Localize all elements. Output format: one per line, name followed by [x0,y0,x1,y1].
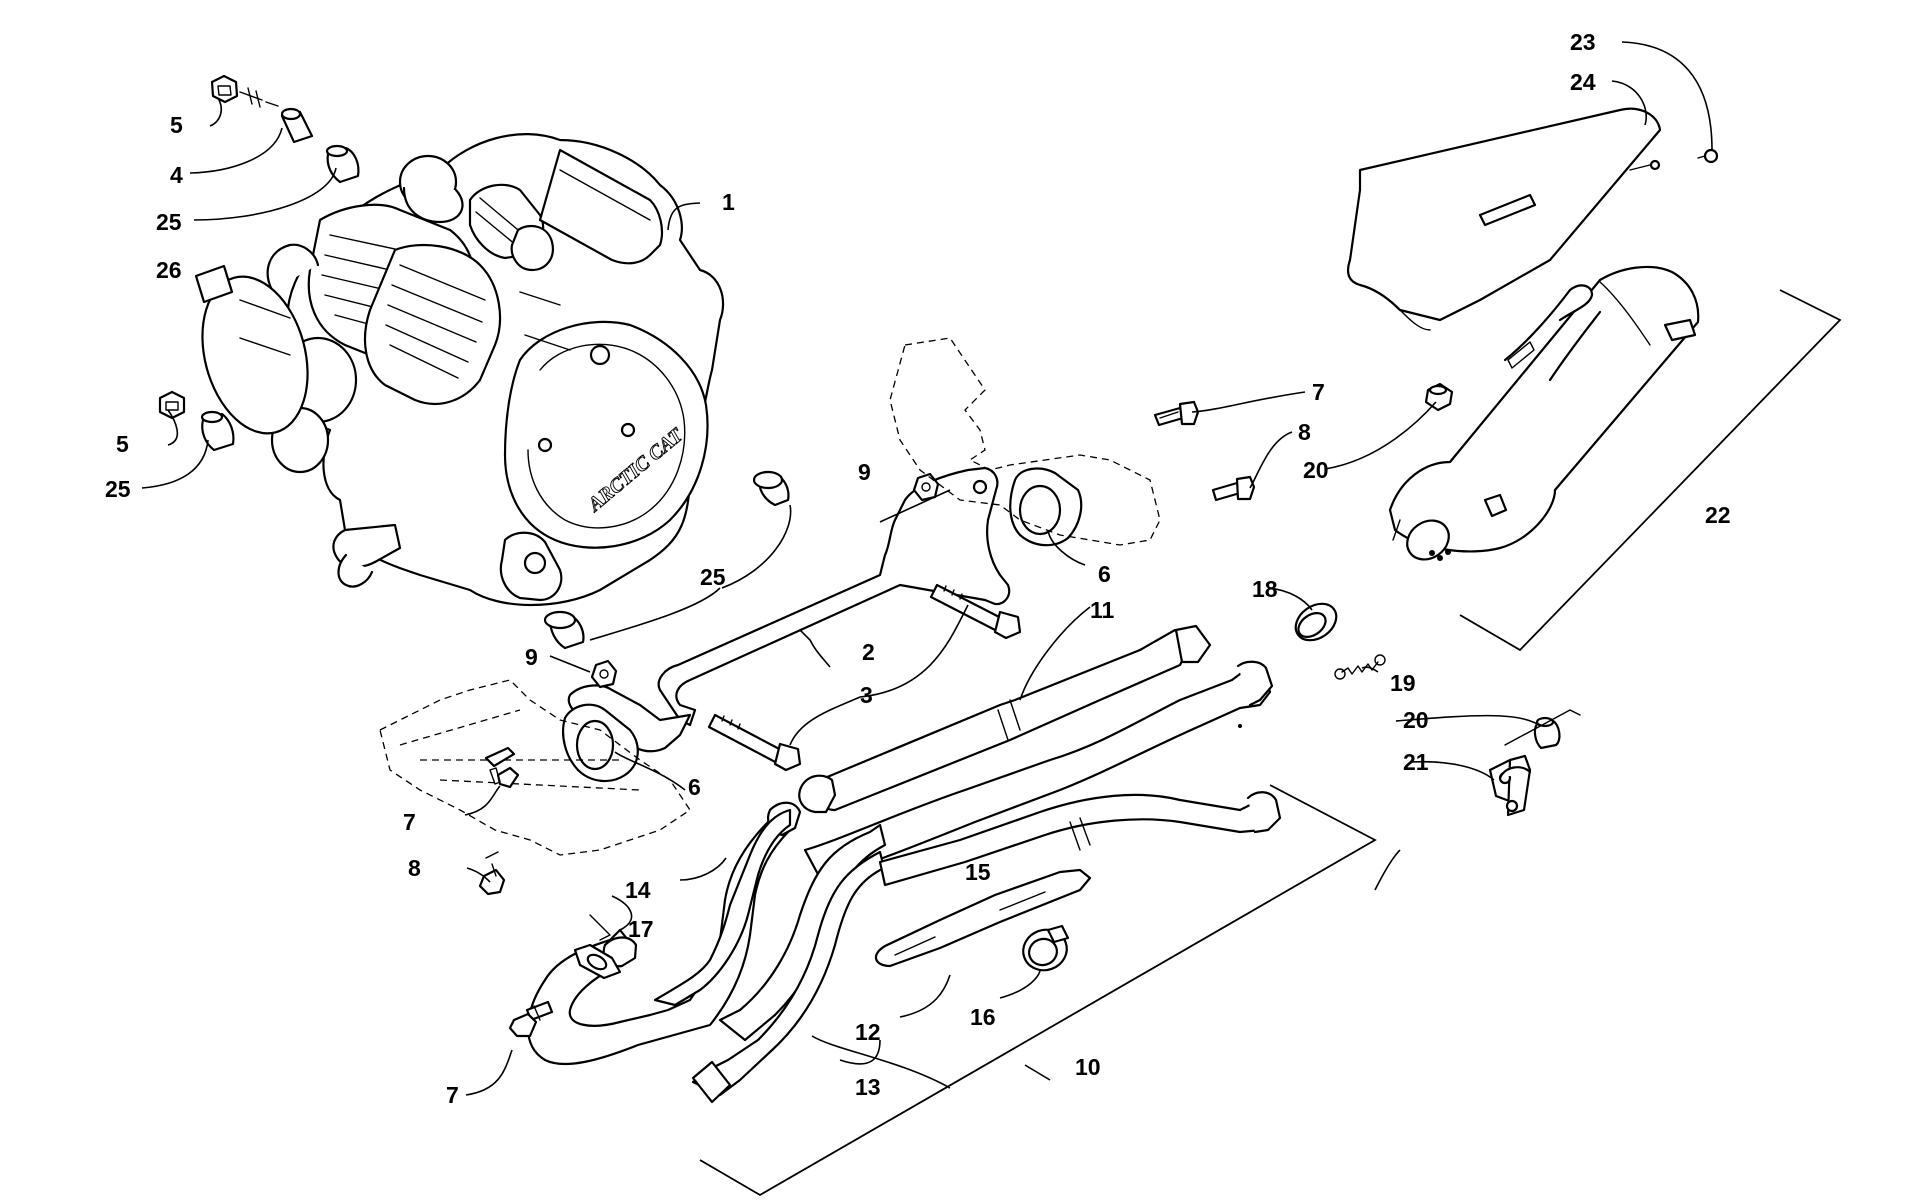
gasket-17 [573,914,622,980]
bushing-25-left [200,410,235,452]
leader-lines [141,41,1713,1096]
bolt-7-header [508,1000,554,1038]
callout-10: 10 [1075,1054,1101,1080]
heat-shield-12 [874,868,1092,968]
callout-18: 18 [1252,576,1278,602]
muffler-body [1388,265,1700,561]
nut-5-top [210,74,279,108]
callout-labels: 1 2 3 4 5 5 6 6 7 7 7 8 8 9 9 10 11 12 1… [105,29,1731,1108]
screw-23 [1697,148,1719,164]
callout-9-lower: 9 [525,644,538,670]
bushing-25-top [325,144,360,184]
heat-shield-14 [653,808,792,1007]
callout-23: 23 [1570,29,1596,55]
callout-20-upper: 20 [1303,457,1329,483]
decal-26 [194,264,234,304]
callout-26: 26 [156,257,182,283]
heat-shield-plate-upper [889,337,1161,546]
nut-5-bottom [158,390,186,420]
grommet-20-lower [1533,716,1561,750]
bolt-8-upper [1211,475,1256,502]
callout-7-header: 7 [446,1082,459,1108]
hanger-rods [1503,284,1602,382]
header-pipe-13 [691,850,886,1104]
callout-7-upper: 7 [1312,379,1325,405]
callout-20-lower: 20 [1403,707,1429,733]
bolt-3-upper [929,583,1022,640]
callout-25-top: 25 [156,209,182,235]
upper-mount-bracket [657,466,1011,727]
bolt-7-upper [1153,400,1200,427]
clamp-16 [1022,924,1070,972]
callout-24: 24 [1570,69,1596,95]
header-pipe-15 [878,791,1282,887]
spacer-4 [280,107,314,144]
front-exhaust-pipe [803,660,1274,880]
bolt-8-lower [478,851,506,896]
callout-11: 11 [1090,597,1115,623]
exhaust-gasket-6-lower [561,703,639,783]
callout-6-lower: 6 [688,774,701,800]
callout-12: 12 [855,1019,881,1045]
callout-2: 2 [862,639,875,665]
bracket-outline-10 [699,784,1377,1197]
bracket-outline-22 [1459,289,1842,652]
muffler-heat-shield-24 [1346,107,1662,331]
callout-5-top: 5 [170,112,183,138]
callout-15: 15 [965,859,991,885]
callout-6-upper: 6 [1098,561,1111,587]
bushing-25-lower [543,610,585,650]
bolt-3-lower [707,713,802,772]
nut-9-lower [590,659,618,689]
bolt-7-lower-shield [484,746,520,789]
callout-7-lower: 7 [403,809,416,835]
callout-1: 1 [722,189,735,215]
callout-25-left: 25 [105,476,131,502]
callout-21: 21 [1403,749,1429,775]
callout-25-center: 25 [700,564,726,590]
callout-8-lower: 8 [408,855,421,881]
callout-13: 13 [855,1074,881,1100]
grommet-20-upper [1424,382,1454,412]
callout-4: 4 [170,162,183,188]
callout-22: 22 [1705,502,1731,528]
nut-9-upper [912,472,940,502]
callout-17: 17 [628,916,654,942]
exhaust-gasket-6-upper [1009,467,1083,547]
callout-16: 16 [970,1004,996,1030]
bushing-25-upper [752,470,790,507]
callout-8-upper: 8 [1298,419,1311,445]
callout-3: 3 [860,682,873,708]
bracket-21 [1488,754,1532,817]
callout-9-upper: 9 [858,459,871,485]
callout-14: 14 [625,877,651,903]
heat-shield-plate-lower [379,679,691,856]
engine-assembly: ARCTIC CAT [201,133,725,607]
gasket-18 [1294,602,1338,642]
spring-19 [1334,654,1386,680]
callout-5-bottom: 5 [116,431,129,457]
callout-19: 19 [1390,670,1416,696]
heat-shield-11 [798,624,1212,814]
